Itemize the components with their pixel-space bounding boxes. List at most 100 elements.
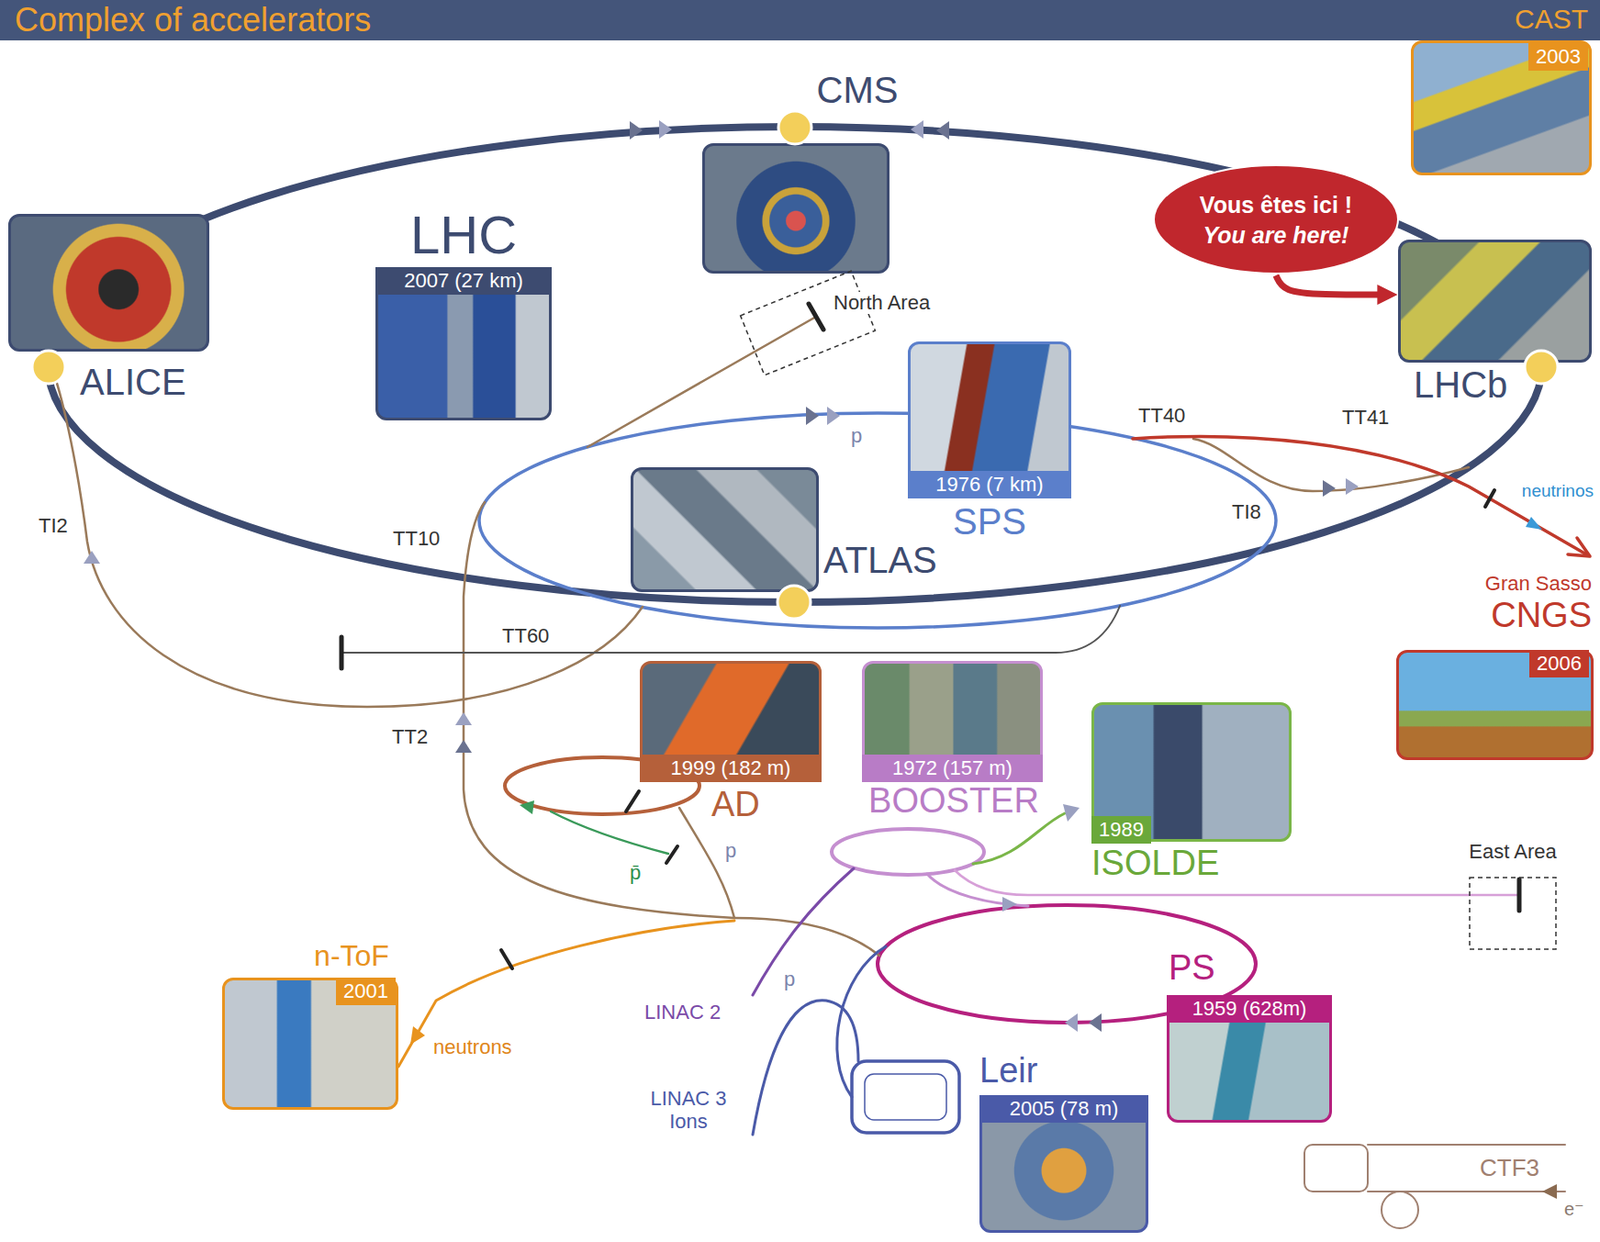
name-label: Gran Sasso	[1485, 572, 1592, 595]
terminator	[1517, 879, 1522, 911]
neutrino-arrow	[1525, 516, 1543, 530]
chevron	[1064, 1013, 1078, 1032]
leir-ring	[851, 1061, 960, 1133]
antiproton-line	[550, 811, 669, 854]
accelerator-photo-box: LHC2007 (27 km)	[375, 205, 552, 421]
ctf3-symbol	[1304, 1144, 1368, 1192]
dashed-outline	[1469, 877, 1556, 950]
name-label: North Area	[830, 291, 933, 314]
accelerator-photo-box: 1972 (157 m)BOOSTER	[861, 660, 1043, 827]
callout-bubble: Vous êtes ici ! You are here!	[1152, 163, 1400, 276]
year-tab: 1999 (182 m)	[639, 754, 822, 783]
collision-point	[1524, 350, 1558, 384]
name-label: Vous êtes ici !	[1199, 192, 1353, 219]
line-label: TT10	[391, 526, 442, 550]
booster-ps-line	[927, 873, 1029, 907]
experiment-photo-box: n-ToF2001	[222, 939, 399, 1110]
year-tab: 2001	[335, 977, 396, 1006]
line-label: p	[849, 424, 864, 448]
photo-frame	[630, 467, 819, 593]
chevron	[827, 406, 840, 426]
ctf3-symbol	[1381, 1191, 1419, 1229]
line-label: TI8	[1230, 500, 1264, 524]
sps-ring	[479, 413, 1276, 628]
leir-ps-line	[837, 946, 886, 1097]
terminator	[808, 303, 824, 330]
target-area-box: East Area	[1464, 840, 1562, 950]
name-label: CNGS	[1490, 596, 1592, 636]
name-label: ALICE	[79, 361, 187, 403]
collision-point	[32, 350, 66, 384]
chevron	[1345, 478, 1359, 495]
test-facility-box: CTF3	[1479, 1152, 1554, 1187]
year-tab: 2007 (27 km)	[375, 267, 552, 295]
ad-line	[679, 807, 735, 918]
name-label: Leir	[979, 1051, 1038, 1091]
ps-extraction	[734, 917, 880, 956]
name-label: PS	[1168, 949, 1216, 988]
line-label: p	[723, 839, 739, 862]
collision-point	[777, 585, 811, 619]
north-area-line	[587, 316, 817, 448]
line-label: p	[782, 967, 797, 991]
g-part	[32, 111, 1558, 619]
name-label: LHCb	[1413, 364, 1508, 405]
map-title: Complex of accelerators	[14, 0, 371, 39]
name-label: East Area	[1468, 840, 1556, 863]
title-band: Complex of accelerators	[0, 0, 1600, 41]
line-label: LINAC 2	[642, 1000, 723, 1024]
chevron	[1322, 480, 1336, 497]
chevron	[83, 550, 101, 564]
name-label: CAST	[1514, 3, 1589, 34]
year-tab: 2003	[1528, 43, 1589, 71]
name-label: SPS	[952, 501, 1027, 542]
line-label: neutrinos	[1520, 481, 1596, 502]
chevron	[1088, 1013, 1102, 1032]
year-tab: 1959 (628m)	[1166, 995, 1332, 1023]
ntof-line	[398, 920, 735, 1067]
beam-lines	[47, 126, 1590, 1229]
name-label: LHC	[410, 205, 517, 265]
pointer-arrow	[1275, 275, 1384, 295]
leir-inner	[864, 1074, 947, 1120]
node-outline	[1152, 163, 1400, 276]
beam-arrow	[1002, 896, 1018, 912]
name-label: You are here!	[1203, 223, 1350, 249]
line-label: TT41	[1340, 405, 1391, 429]
dashed-outline	[740, 270, 876, 376]
lhc-ring	[47, 126, 1543, 603]
chevron	[936, 121, 950, 140]
direction-chevrons	[83, 120, 1359, 1032]
accelerator-photo-box: 1976 (7 km)SPS	[907, 341, 1072, 546]
chevron	[629, 121, 643, 140]
name-label: AD	[711, 785, 761, 825]
line-label: neutrons	[431, 1035, 515, 1059]
accelerator-photo-box: 1999 (182 m)AD	[639, 660, 822, 827]
name-label: ATLAS	[823, 539, 938, 581]
line-label: TI2	[36, 514, 70, 538]
neutron-arrow	[410, 1026, 426, 1045]
year-tab: 2005 (78 m)	[979, 1095, 1149, 1123]
line-label: e⁻	[1562, 1198, 1587, 1220]
experiment-photo-box: CAST 2003	[1410, 1, 1592, 176]
terminator	[339, 637, 345, 669]
experiment-photo-box: ALICE	[8, 213, 210, 407]
cngs-arrowhead	[1567, 537, 1590, 557]
terminator	[666, 846, 678, 863]
name-label: BOOSTER	[868, 782, 1040, 821]
chevron	[455, 739, 472, 753]
linac2-line	[752, 868, 854, 996]
year-tab: 1976 (7 km)	[907, 470, 1072, 499]
name-label: CTF3	[1479, 1154, 1540, 1182]
chevron	[659, 120, 672, 139]
bubble-outline	[1153, 165, 1399, 274]
year-tab: 1972 (157 m)	[861, 754, 1043, 783]
experiment-photo-box: LHCb	[1398, 239, 1592, 407]
electron-arrow	[1542, 1184, 1557, 1199]
ti2-line	[53, 371, 643, 707]
chevron	[910, 120, 924, 139]
line-label: TT60	[500, 624, 551, 648]
year-tab: 1989	[1091, 816, 1152, 844]
line-label: LINAC 3 Ions	[642, 1086, 735, 1134]
photo-frame	[1398, 239, 1592, 363]
